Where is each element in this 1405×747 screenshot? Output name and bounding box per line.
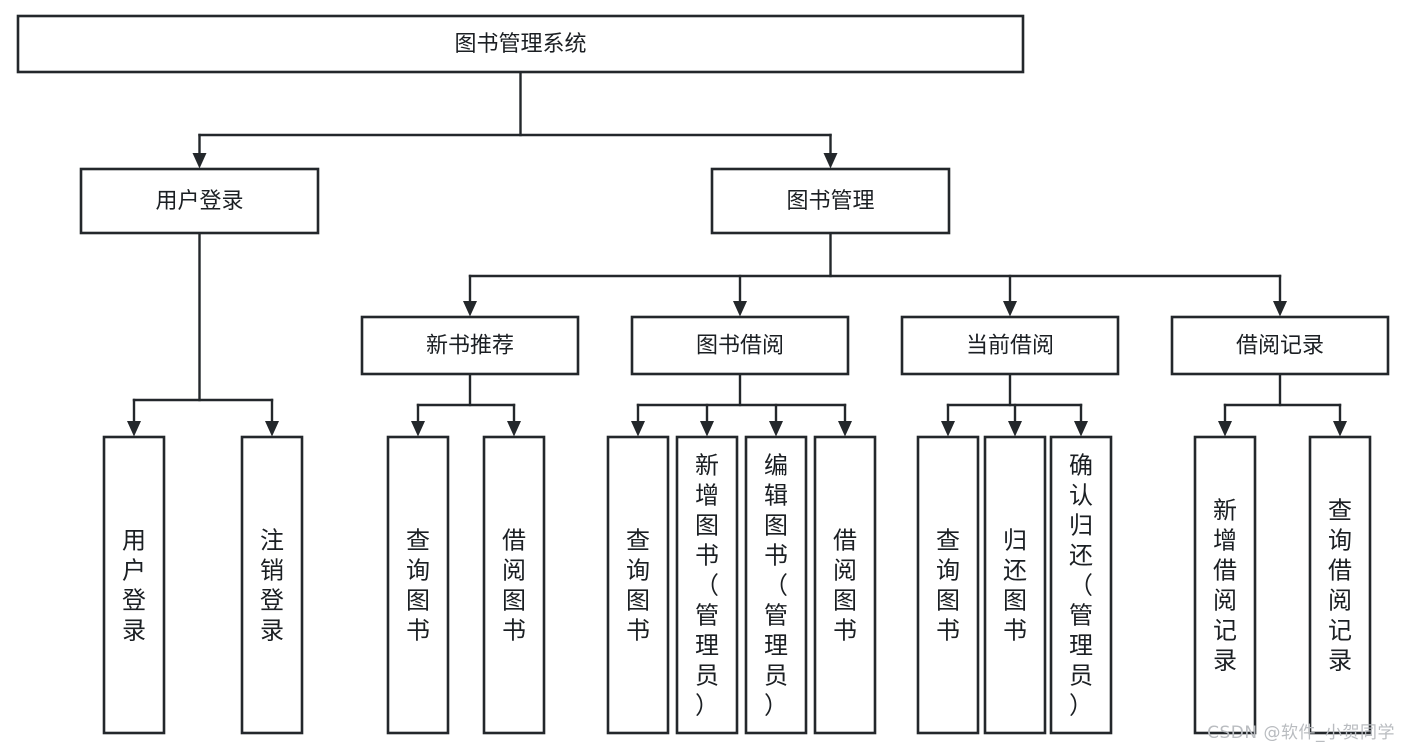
- arrowhead-leaf-query-record: [1333, 421, 1347, 437]
- edge-group-current-borrow: [941, 372, 1088, 437]
- arrowhead-leaf-confirm-return: [1074, 421, 1088, 437]
- node-box-leaf-borrow-book-1[interactable]: [482, 435, 546, 735]
- arrowhead-leaf-query-book-1: [411, 421, 425, 437]
- node-label-leaf-return-book: 归还图书: [1003, 526, 1027, 644]
- node-box-leaf-add-record[interactable]: [1193, 435, 1257, 735]
- arrowhead-new-book-rec: [463, 301, 477, 317]
- arrowhead-leaf-borrow-book-2: [838, 421, 852, 437]
- node-leaf-add-record[interactable]: 新增借阅记录: [1193, 435, 1257, 735]
- edge-group-borrow-record: [1218, 372, 1347, 437]
- node-book-manage[interactable]: 图书管理: [710, 167, 951, 235]
- arrowhead-leaf-query-book-2: [631, 421, 645, 437]
- node-label-leaf-logout: 注销登录: [260, 526, 284, 644]
- node-box-leaf-logout[interactable]: [240, 435, 304, 735]
- node-label-user-login: 用户登录: [155, 189, 243, 214]
- node-box-new-book-rec[interactable]: [360, 315, 580, 376]
- node-label-leaf-borrow-book-2: 借阅图书: [833, 526, 857, 644]
- edge-group-book-manage: [463, 231, 1287, 317]
- nodes-layer: 图书管理系统用户登录图书管理新书推荐图书借阅当前借阅借阅记录用户登录注销登录查询…: [16, 14, 1390, 735]
- node-new-book-rec[interactable]: 新书推荐: [360, 315, 580, 376]
- arrowhead-book-borrow: [733, 301, 747, 317]
- node-user-login[interactable]: 用户登录: [79, 167, 320, 235]
- node-leaf-return-book[interactable]: 归还图书: [983, 435, 1047, 735]
- node-label-book-borrow: 图书借阅: [696, 334, 784, 359]
- arrowhead-current-borrow: [1003, 301, 1017, 317]
- node-root[interactable]: 图书管理系统: [16, 14, 1025, 74]
- node-box-user-login[interactable]: [79, 167, 320, 235]
- node-box-borrow-record[interactable]: [1170, 315, 1390, 376]
- node-current-borrow[interactable]: 当前借阅: [900, 315, 1120, 376]
- node-label-leaf-query-book-3: 查询图书: [936, 526, 960, 644]
- node-box-current-borrow[interactable]: [900, 315, 1120, 376]
- node-box-leaf-return-book[interactable]: [983, 435, 1047, 735]
- arrowhead-leaf-edit-book: [769, 421, 783, 437]
- edge-group-new-book-rec: [411, 372, 521, 437]
- node-label-leaf-add-record: 新增借阅记录: [1213, 496, 1237, 674]
- node-label-leaf-user-login: 用户登录: [122, 526, 146, 644]
- node-leaf-confirm-return[interactable]: 确认归还（管理员）: [1049, 435, 1113, 735]
- node-box-leaf-query-book-1[interactable]: [386, 435, 450, 735]
- node-leaf-user-login[interactable]: 用户登录: [102, 435, 166, 735]
- node-box-leaf-query-book-3[interactable]: [916, 435, 980, 735]
- node-leaf-add-book[interactable]: 新增图书（管理员）: [675, 435, 739, 735]
- node-label-new-book-rec: 新书推荐: [426, 334, 514, 359]
- edge-group-root: [192, 70, 838, 169]
- node-box-leaf-query-record[interactable]: [1308, 435, 1372, 735]
- node-label-leaf-query-record: 查询借阅记录: [1328, 496, 1352, 674]
- node-leaf-edit-book[interactable]: 编辑图书（管理员）: [744, 435, 808, 735]
- node-label-current-borrow: 当前借阅: [966, 334, 1054, 359]
- node-label-leaf-confirm-return: 确认归还（管理员）: [1069, 451, 1093, 719]
- node-label-book-manage: 图书管理: [786, 189, 874, 214]
- node-label-leaf-query-book-1: 查询图书: [406, 526, 430, 644]
- node-label-leaf-edit-book: 编辑图书（管理员）: [764, 451, 788, 719]
- node-borrow-record[interactable]: 借阅记录: [1170, 315, 1390, 376]
- node-label-leaf-add-book: 新增图书（管理员）: [695, 451, 719, 719]
- node-label-borrow-record: 借阅记录: [1236, 334, 1324, 359]
- node-leaf-query-book-2[interactable]: 查询图书: [606, 435, 670, 735]
- node-leaf-query-record[interactable]: 查询借阅记录: [1308, 435, 1372, 735]
- edges-layer: [127, 70, 1347, 437]
- node-leaf-query-book-3[interactable]: 查询图书: [916, 435, 980, 735]
- node-box-leaf-user-login[interactable]: [102, 435, 166, 735]
- arrowhead-leaf-borrow-book-1: [507, 421, 521, 437]
- node-box-leaf-confirm-return[interactable]: [1049, 435, 1113, 735]
- edge-group-book-borrow: [631, 372, 852, 437]
- node-label-leaf-query-book-2: 查询图书: [626, 526, 650, 644]
- arrowhead-leaf-return-book: [1008, 421, 1022, 437]
- arrowhead-leaf-add-book: [700, 421, 714, 437]
- node-label-leaf-borrow-book-1: 借阅图书: [502, 526, 526, 644]
- node-box-leaf-borrow-book-2[interactable]: [813, 435, 877, 735]
- node-box-book-borrow[interactable]: [630, 315, 850, 376]
- arrowhead-leaf-query-book-3: [941, 421, 955, 437]
- arrowhead-book-manage: [823, 153, 838, 169]
- arrowhead-leaf-add-record: [1218, 421, 1232, 437]
- arrowhead-leaf-user-login: [127, 421, 141, 437]
- arrowhead-leaf-logout: [265, 421, 279, 437]
- node-box-leaf-add-book[interactable]: [675, 435, 739, 735]
- node-box-leaf-query-book-2[interactable]: [606, 435, 670, 735]
- node-box-leaf-edit-book[interactable]: [744, 435, 808, 735]
- node-label-root: 图书管理系统: [454, 32, 586, 57]
- arrowhead-user-login: [192, 153, 207, 169]
- node-leaf-borrow-book-2[interactable]: 借阅图书: [813, 435, 877, 735]
- node-box-book-manage[interactable]: [710, 167, 951, 235]
- node-leaf-borrow-book-1[interactable]: 借阅图书: [482, 435, 546, 735]
- node-box-root[interactable]: [16, 14, 1025, 74]
- watermark-text: CSDN @软件_小贺同学: [1207, 723, 1395, 743]
- node-leaf-logout[interactable]: 注销登录: [240, 435, 304, 735]
- arrowhead-borrow-record: [1273, 301, 1287, 317]
- node-book-borrow[interactable]: 图书借阅: [630, 315, 850, 376]
- edge-group-user-login: [127, 231, 279, 437]
- node-leaf-query-book-1[interactable]: 查询图书: [386, 435, 450, 735]
